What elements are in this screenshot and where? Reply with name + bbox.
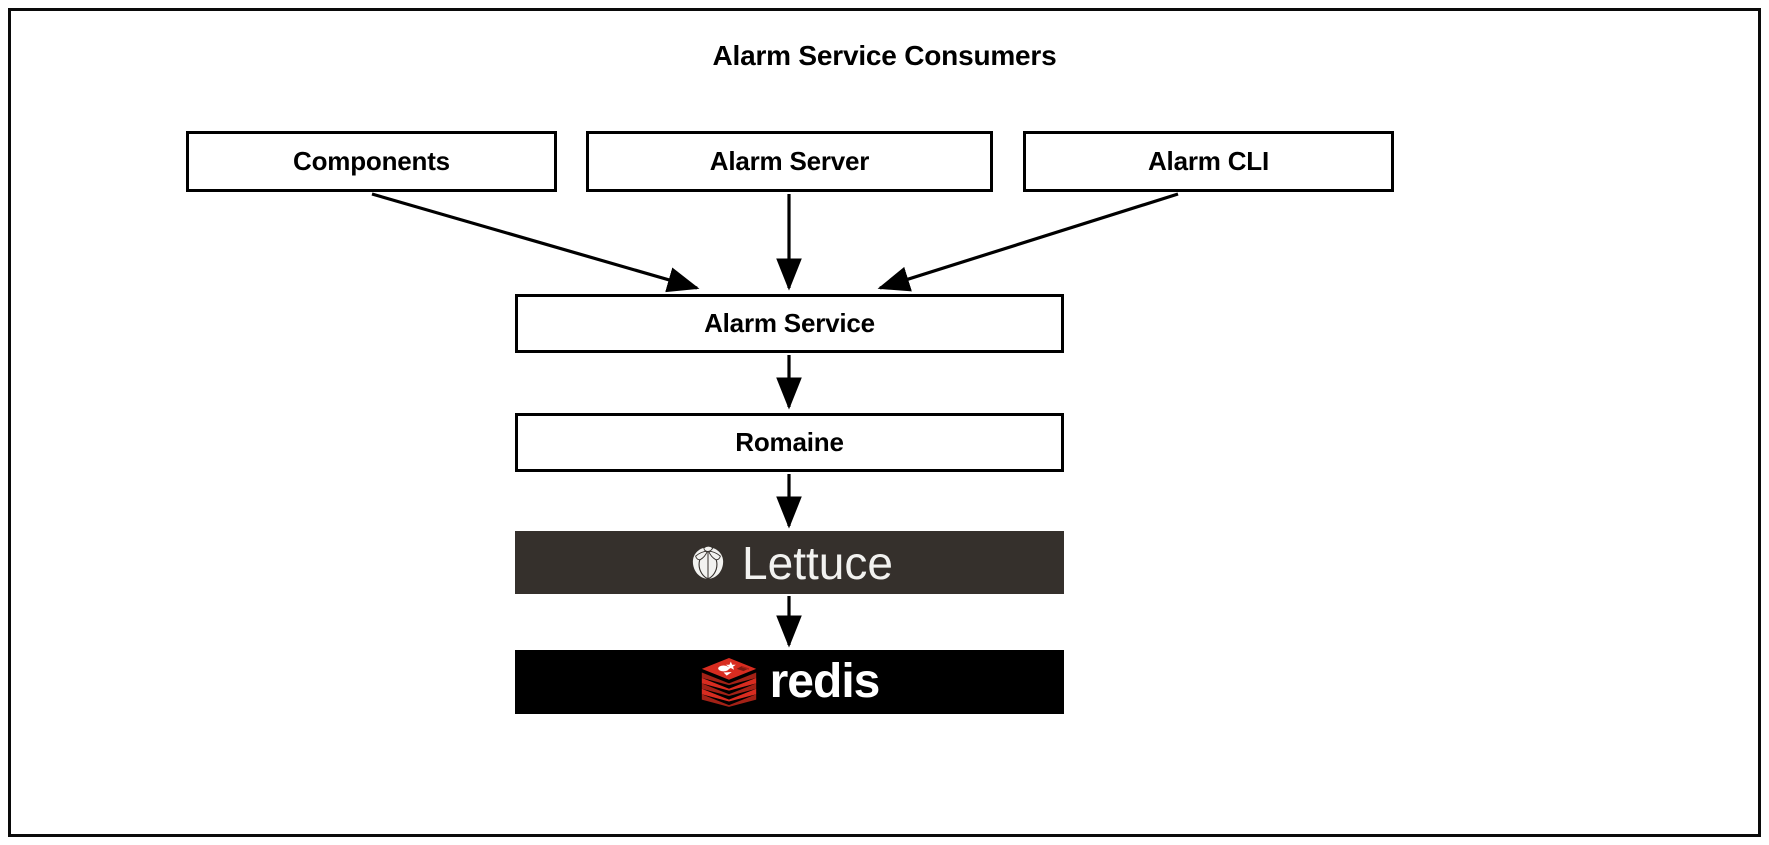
node-alarm-cli[interactable]: Alarm CLI	[1023, 131, 1394, 192]
node-romaine[interactable]: Romaine	[515, 413, 1064, 472]
node-alarm-server-label: Alarm Server	[709, 146, 870, 176]
node-alarm-server[interactable]: Alarm Server	[586, 131, 993, 192]
lettuce-logo-icon	[692, 545, 724, 579]
lettuce-wordmark: Lettuce	[742, 536, 893, 589]
node-components[interactable]: Components	[186, 131, 557, 192]
node-alarm-service-label: Alarm Service	[704, 308, 875, 338]
redis-logo-icon	[701, 657, 756, 707]
node-alarm-service[interactable]: Alarm Service	[515, 294, 1064, 353]
page-title: Alarm Service Consumers	[712, 40, 1057, 71]
node-redis[interactable]: redis	[515, 650, 1064, 714]
redis-wordmark: redis	[769, 655, 881, 708]
node-components-label: Components	[293, 146, 450, 176]
node-lettuce[interactable]: Lettuce	[515, 531, 1064, 594]
node-alarm-cli-label: Alarm CLI	[1147, 146, 1269, 176]
node-romaine-label: Romaine	[735, 427, 844, 457]
